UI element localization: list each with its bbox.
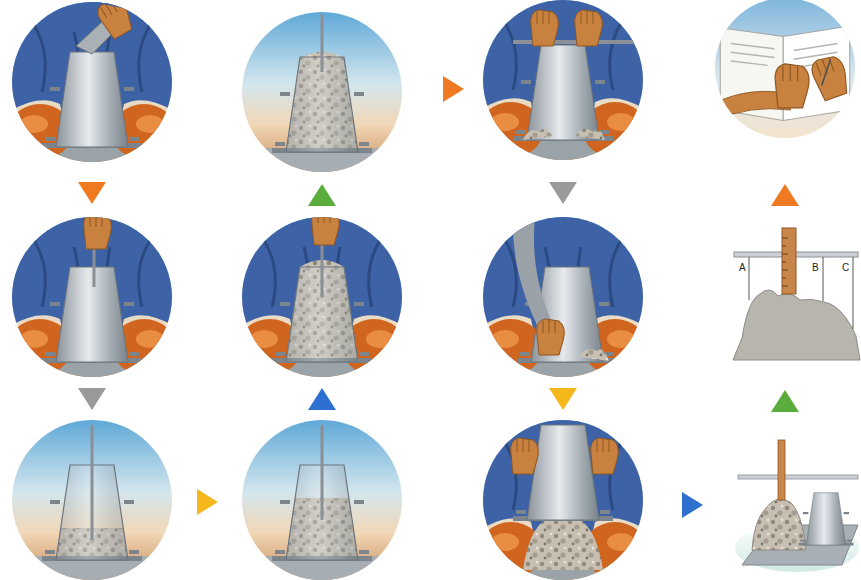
step-panel <box>479 420 647 580</box>
step-panel <box>715 0 855 138</box>
step-panel <box>8 213 176 377</box>
step-panel <box>238 209 406 377</box>
flow-arrow <box>78 76 799 518</box>
step-panel <box>242 420 402 580</box>
measure-label: B <box>812 262 819 273</box>
step-panel <box>8 0 176 162</box>
step-panel <box>479 0 647 160</box>
result-panel <box>735 440 859 572</box>
measurement-panel <box>733 228 860 360</box>
step-panel <box>242 12 402 172</box>
step-panel <box>12 420 172 580</box>
step-panel <box>479 217 647 377</box>
measure-label: A <box>739 262 746 273</box>
measure-label: C <box>842 262 849 273</box>
